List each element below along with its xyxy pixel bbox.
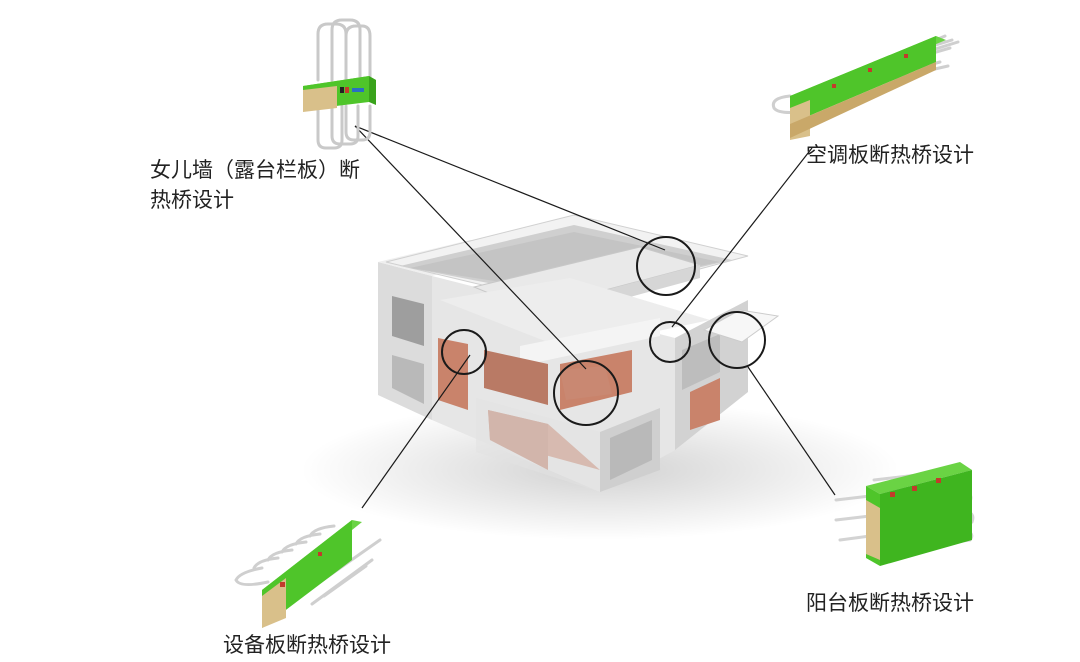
callout-circles xyxy=(441,236,766,426)
callout-circle-parapet-top xyxy=(636,236,696,296)
callout-circle-ac xyxy=(649,321,691,363)
callout-circle-equipment xyxy=(441,329,487,375)
equipment-slab-connector-icon xyxy=(234,520,382,628)
ac-slab-label: 空调板断热桥设计 xyxy=(806,143,974,167)
parapet-label: 女儿墙（露台栏板）断热桥设计 xyxy=(150,158,360,212)
ac-slab-connector-icon xyxy=(771,34,960,140)
callout-lines xyxy=(354,125,836,509)
parapet-connector-icon xyxy=(303,18,376,150)
callout-circle-terrace xyxy=(553,360,619,426)
equipment-slab-label: 设备板断热桥设计 xyxy=(223,633,391,657)
balcony-slab-label: 阳台板断热桥设计 xyxy=(806,591,974,615)
callout-circle-balcony xyxy=(708,311,766,369)
balcony-slab-connector-icon xyxy=(834,462,975,566)
